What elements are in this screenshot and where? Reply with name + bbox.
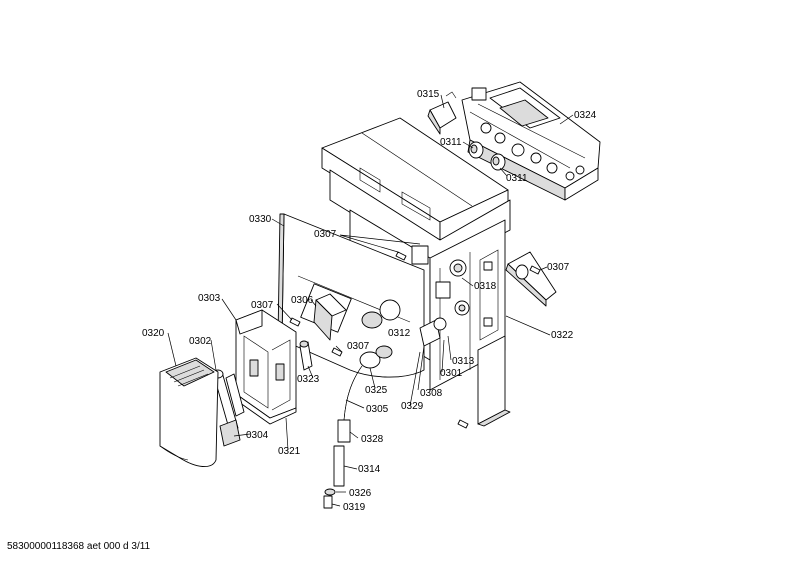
control-module-0324 [461, 81, 601, 201]
drawing-number-footer: 58300000118368 aet 000 d 3/11 [7, 541, 151, 552]
screws-0307 [289, 251, 541, 429]
drip-tray-0320 [159, 357, 219, 467]
leader-lines [167, 94, 574, 507]
label-0329: 0329 [401, 401, 424, 412]
label-0320: 0320 [142, 328, 165, 339]
label-0324: 0324 [574, 110, 597, 121]
label-0307a: 0307 [314, 229, 337, 240]
label-0328: 0328 [361, 434, 384, 445]
label-0315: 0315 [417, 89, 440, 100]
label-0311a: 0311 [440, 137, 462, 148]
label-0313: 0313 [452, 356, 475, 367]
part-0323 [299, 340, 313, 371]
knobs-0311 [468, 141, 506, 171]
tube-assembly [323, 365, 363, 509]
label-0307d: 0307 [347, 341, 370, 352]
label-0305: 0305 [366, 404, 389, 415]
bracket-0306 [313, 293, 347, 341]
frame-0321 [235, 309, 297, 425]
part-labels: 0315 0324 0311 0311 0330 0307 0307 0303 … [142, 89, 597, 513]
label-0301: 0301 [440, 368, 463, 379]
label-0311b: 0311 [506, 173, 528, 184]
label-0321: 0321 [278, 446, 301, 457]
label-0325: 0325 [365, 385, 388, 396]
label-0323: 0323 [297, 374, 320, 385]
connectors [359, 311, 447, 369]
label-0312: 0312 [388, 328, 411, 339]
label-0318: 0318 [474, 281, 497, 292]
label-0307c: 0307 [251, 300, 274, 311]
label-0307b: 0307 [547, 262, 570, 273]
label-0322: 0322 [551, 330, 574, 341]
label-0326: 0326 [349, 488, 372, 499]
clip-0315 [427, 91, 457, 135]
bracket-0322 [505, 251, 557, 307]
label-0302: 0302 [189, 336, 212, 347]
label-0304: 0304 [246, 430, 269, 441]
label-0306: 0306 [291, 295, 314, 306]
label-0330: 0330 [249, 214, 272, 225]
label-0319: 0319 [343, 502, 366, 513]
label-0303: 0303 [198, 293, 221, 304]
label-0308: 0308 [420, 388, 443, 399]
label-0314: 0314 [358, 464, 381, 475]
lever-0302 [212, 369, 245, 447]
